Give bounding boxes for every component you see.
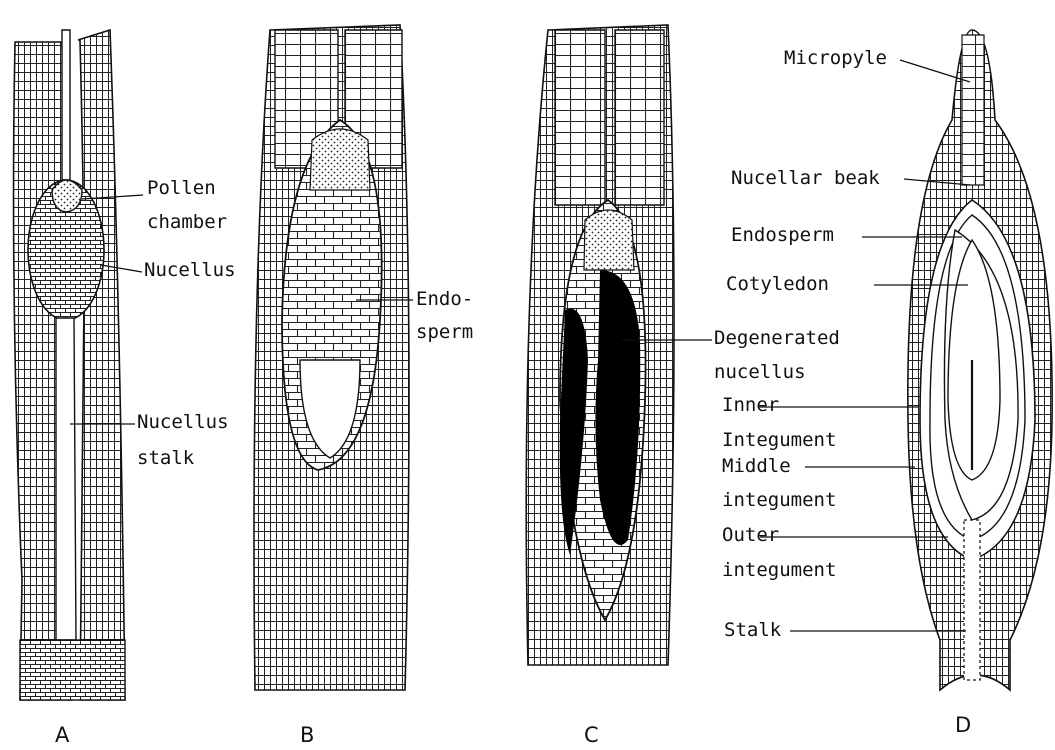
panel-c-upper-tube-right: [615, 30, 664, 205]
label-outer-line1: Outer: [722, 524, 779, 546]
label-nucellus-stalk-line1: Nucellus: [137, 411, 229, 433]
label-outer-line2: integument: [722, 559, 836, 581]
label-nucellus-stalk-line2: stalk: [137, 447, 195, 469]
panel-d-stalk: [964, 520, 980, 680]
label-middle-line1: Middle: [722, 455, 791, 477]
label-cotyledon: Cotyledon: [726, 273, 829, 295]
label-endosperm-line1: Endo-: [416, 288, 473, 310]
label-degenerated-line1: Degenerated: [714, 327, 840, 349]
panel-letter-c: C: [584, 723, 599, 747]
label-endosperm-d: Endosperm: [731, 224, 834, 246]
panel-letter-d: D: [955, 713, 971, 737]
label-micropyle: Micropyle: [784, 47, 887, 69]
label-pollen-line2: chamber: [147, 211, 227, 233]
panel-a-pollen-chamber: [52, 180, 82, 212]
label-pollen-line1: Pollen: [147, 177, 216, 199]
label-nucellus: Nucellus: [144, 259, 236, 281]
panel-d-drawing: [908, 30, 1052, 690]
panel-d-micropyle: [962, 35, 984, 185]
panel-c-drawing: [526, 25, 674, 665]
label-degenerated-line2: nucellus: [714, 361, 806, 383]
label-endosperm-line2: sperm: [416, 321, 473, 343]
label-inner-line2: Integument: [722, 429, 836, 451]
panel-a-base: [20, 640, 125, 700]
label-stalk: Stalk: [724, 619, 782, 641]
panel-a-nucellus-stalk: [56, 318, 76, 640]
panel-c-stipple-cap: [584, 210, 634, 270]
panel-letter-a: A: [55, 723, 70, 747]
panel-a-micropyle-canal: [62, 30, 70, 180]
panel-c-upper-tube-left: [555, 30, 605, 205]
label-middle-line2: integument: [722, 489, 836, 511]
panel-b-stipple-cap: [310, 129, 370, 190]
label-inner-line1: Inner: [722, 394, 779, 416]
label-nucellar-beak: Nucellar beak: [731, 167, 880, 189]
panel-letter-b: B: [300, 723, 314, 747]
panel-a-right-wall: [78, 30, 125, 700]
panel-b-drawing: [254, 25, 409, 690]
panel-a-drawing: [14, 30, 125, 700]
